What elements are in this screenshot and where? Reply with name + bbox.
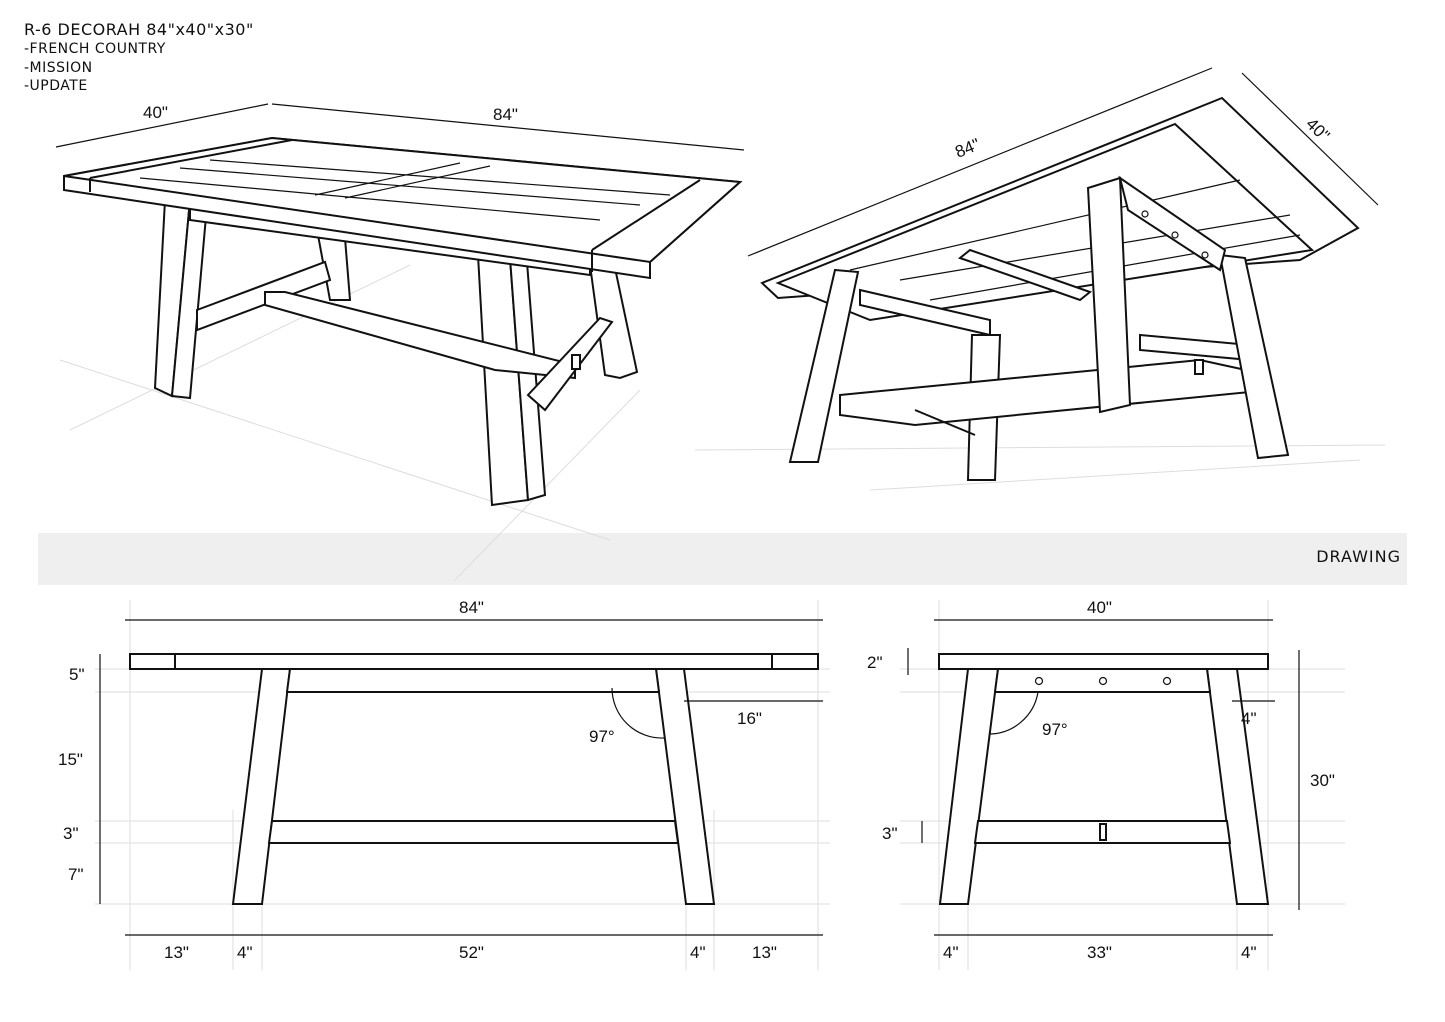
dimension-label: 4": [1241, 709, 1257, 728]
dimension-label: 33": [1087, 943, 1112, 962]
dimension-label: 40": [1087, 598, 1112, 617]
style-item: -UPDATE: [24, 78, 88, 94]
angle-label: 97°: [589, 727, 615, 746]
perspective-view-bottom: 84" 40": [694, 67, 1386, 491]
angle-label: 97°: [1042, 720, 1068, 739]
dimension-label: 2": [867, 653, 883, 672]
dimension-label: 3": [63, 824, 79, 843]
dimension-label: 4": [943, 943, 959, 962]
side-elevation: 40" 2" 4" 97° 30" 3" 4" 33" 4": [867, 598, 1345, 970]
dimension-label: 15": [58, 750, 83, 769]
dimension-label: 13": [752, 943, 777, 962]
dimension-label: 30": [1310, 771, 1335, 790]
mortise: [1099, 823, 1107, 841]
dimension-label: 84": [459, 598, 484, 617]
dimension-label: 84": [493, 105, 518, 124]
dimension-label: 40": [1302, 114, 1333, 145]
section-band: DRAWING: [38, 533, 1407, 585]
dimension-label: 84": [952, 135, 982, 162]
dimension-label: 4": [1241, 943, 1257, 962]
dimension-label: 7": [68, 865, 84, 884]
dimension-label: 40": [143, 103, 168, 122]
dimension-label: 3": [882, 824, 898, 843]
front-elevation: 84" 5" 15" 3" 7" 16" 97° 13" 4" 52" 4" 1…: [58, 598, 830, 970]
style-item: -FRENCH COUNTRY: [24, 41, 166, 57]
dimension-label: 4": [237, 943, 253, 962]
dimension-label: 5": [69, 665, 85, 684]
dimension-label: 4": [690, 943, 706, 962]
section-label: DRAWING: [1316, 547, 1401, 566]
dimension-label: 52": [459, 943, 484, 962]
style-item: -MISSION: [24, 60, 93, 76]
dimension-label: 16": [737, 709, 762, 728]
dimension-label: 13": [164, 943, 189, 962]
perspective-view-top: 40" 84": [55, 103, 745, 581]
drawing-title: R-6 DECORAH 84"x40"x30": [24, 20, 254, 39]
